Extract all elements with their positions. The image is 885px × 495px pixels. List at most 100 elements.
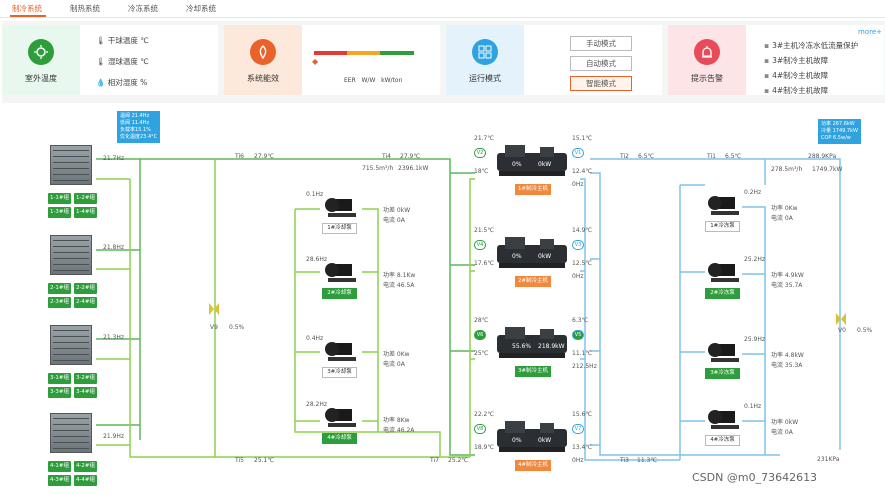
- chiller-frequency: 0Hz: [572, 273, 584, 280]
- fan-group-tag[interactable]: 2-4#组: [74, 297, 97, 308]
- pump-current: 电流 35.7A: [771, 282, 803, 289]
- cooling-pump-tag[interactable]: 2#冷却泵: [322, 288, 357, 299]
- system-tabs: 制冷系统 制热系统 冷冻系统 冷却系统: [0, 0, 885, 18]
- tower-fin: [53, 150, 89, 151]
- ti6-label: Ti6: [235, 153, 244, 160]
- valve-v9-icon[interactable]: [209, 303, 219, 315]
- fan-group-tag[interactable]: 3-4#组: [74, 387, 97, 398]
- pipe-network: [96, 158, 841, 461]
- chilled-info-line: 功率 267.6kW: [821, 121, 855, 127]
- pump-icon[interactable]: [322, 339, 362, 363]
- tab-cooling-system[interactable]: 制冷系统: [12, 4, 42, 13]
- chiller-outlet-temp: 17.6℃: [474, 260, 495, 267]
- ti4-value: 27.9℃: [400, 153, 421, 160]
- pump-icon[interactable]: [705, 340, 745, 364]
- energy-tile[interactable]: 系统能效: [224, 25, 302, 95]
- energy-icon: [250, 39, 276, 65]
- fan-group-tag[interactable]: 4-4#组: [74, 475, 97, 486]
- pump-icon[interactable]: [322, 405, 362, 429]
- fan-group-tag[interactable]: 2-2#组: [74, 283, 97, 294]
- valve-in[interactable]: V6: [474, 330, 486, 340]
- alarm-item[interactable]: 4#制冷主机故障: [764, 70, 828, 81]
- chiller-unit[interactable]: [495, 141, 575, 181]
- pump-icon[interactable]: [705, 193, 745, 217]
- chiller-unit[interactable]: [495, 323, 575, 363]
- outdoor-tile[interactable]: 室外温度: [2, 25, 80, 95]
- fan-group-tag[interactable]: 1-1#组: [48, 193, 71, 204]
- pump-icon[interactable]: [322, 195, 362, 219]
- pump-current: 电流 0A: [771, 215, 793, 222]
- tab-chilled-system[interactable]: 冷冻系统: [128, 4, 158, 13]
- cooling-pump-tag[interactable]: 1#冷却泵: [322, 223, 357, 234]
- chiller-load: 0%: [512, 161, 522, 168]
- tower-fin: [53, 246, 89, 247]
- pump-power: 功率 8Kw: [383, 417, 410, 424]
- alarm-item[interactable]: 4#制冷主机故障: [764, 85, 828, 96]
- fan-group-tag[interactable]: 2-1#组: [48, 283, 71, 294]
- pump-current: 电流 0A: [383, 361, 405, 368]
- fan-group-tag[interactable]: 4-2#组: [74, 461, 97, 472]
- chiller-tag[interactable]: 2#制冷主机: [515, 276, 551, 287]
- chilled-pump-tag[interactable]: 3#冷冻泵: [705, 368, 740, 379]
- fan-group-tag[interactable]: 1-2#组: [74, 193, 97, 204]
- chilled-pump-tag[interactable]: 2#冷冻泵: [705, 288, 740, 299]
- fan-group-tag[interactable]: 3-3#组: [48, 387, 71, 398]
- alarm-more-link[interactable]: more+: [858, 28, 882, 36]
- ti5-value: 25.1℃: [254, 457, 275, 464]
- chiller-unit[interactable]: [495, 417, 575, 457]
- valve-out[interactable]: V3: [572, 240, 584, 250]
- valve-out[interactable]: V5: [572, 330, 584, 340]
- cooling-flow: 715.5m³/h: [362, 165, 394, 172]
- fan-group-tag[interactable]: 4-1#组: [48, 461, 71, 472]
- ti1-value: 6.5℃: [725, 153, 742, 160]
- valve-out[interactable]: V1: [572, 148, 584, 158]
- chilled-pump-tag[interactable]: 1#冷冻泵: [705, 221, 740, 232]
- alarm-item[interactable]: 3#制冷主机故障: [764, 55, 828, 66]
- tower-fin: [53, 418, 89, 419]
- ti6-value: 27.9℃: [254, 153, 275, 160]
- fan-group-tag[interactable]: 4-3#组: [48, 475, 71, 486]
- valve-in[interactable]: V8: [474, 424, 486, 434]
- tab-cooling-water-system[interactable]: 冷却系统: [186, 4, 216, 13]
- chiller-unit[interactable]: [495, 233, 575, 273]
- chiller-outlet-temp: 18.9℃: [474, 444, 495, 451]
- valve-v0-icon[interactable]: [836, 313, 846, 325]
- fan-group-tag[interactable]: 1-4#组: [74, 207, 97, 218]
- valve-in[interactable]: V2: [474, 148, 486, 158]
- tower-fin: [53, 360, 89, 361]
- valve-out[interactable]: V7: [572, 424, 584, 434]
- smart-mode-button[interactable]: 智能模式: [570, 76, 632, 91]
- fan-group-tag[interactable]: 3-1#组: [48, 373, 71, 384]
- alarm-tile[interactable]: 提示告警: [668, 25, 746, 95]
- wet-bulb-icon: 🌡: [96, 57, 106, 66]
- valve-in[interactable]: V4: [474, 240, 486, 250]
- pump-icon[interactable]: [705, 260, 745, 284]
- manual-mode-button[interactable]: 手动模式: [570, 36, 632, 51]
- chiller-tag[interactable]: 4#制冷主机: [515, 460, 551, 471]
- pump-frequency: 25.9Hz: [744, 336, 766, 343]
- tab-heating-system[interactable]: 制热系统: [70, 4, 100, 13]
- pump-icon[interactable]: [322, 260, 362, 284]
- active-tab-underline: [10, 15, 46, 17]
- tower-info-line: 温阀 21.4Hz: [120, 113, 150, 119]
- mode-tile[interactable]: 运行模式: [446, 25, 524, 95]
- chiller-cw-in: 6.3℃: [572, 317, 589, 324]
- chiller-tag[interactable]: 1#制冷主机: [515, 184, 551, 195]
- fan-group-tag[interactable]: 1-3#组: [48, 207, 71, 218]
- alarm-item[interactable]: 3#主机冷冻水低流量保护: [764, 40, 858, 51]
- auto-mode-button[interactable]: 自动模式: [570, 56, 632, 71]
- ti4-label: Ti4: [382, 153, 391, 160]
- cooling-pump-tag[interactable]: 4#冷却泵: [322, 433, 357, 444]
- chiller-tag[interactable]: 3#制冷主机: [515, 366, 551, 377]
- fan-group-tag[interactable]: 2-3#组: [48, 297, 71, 308]
- tower-fin: [53, 258, 89, 259]
- cooling-pump-tag[interactable]: 3#冷却泵: [322, 367, 357, 378]
- fan-group-tag[interactable]: 3-2#组: [74, 373, 97, 384]
- pump-icon[interactable]: [705, 407, 745, 431]
- chiller-cw-out: 11.1℃: [572, 350, 593, 357]
- chilled-pump-tag[interactable]: 4#冷冻泵: [705, 435, 740, 446]
